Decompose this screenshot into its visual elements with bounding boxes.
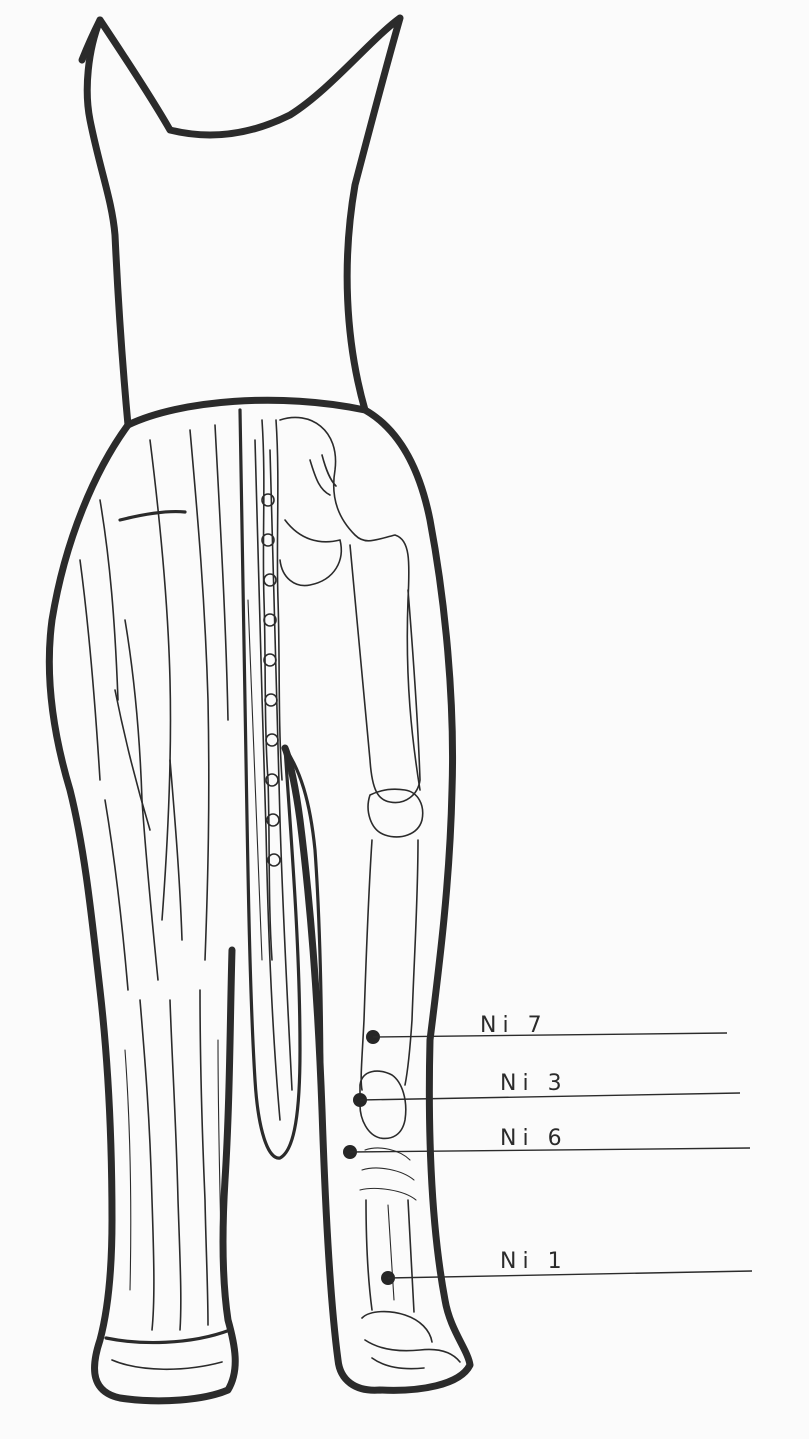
stifle-joint xyxy=(368,789,423,837)
hock-joint xyxy=(360,1071,406,1138)
trunk-outline xyxy=(87,18,400,425)
left-leg-muscle-lines xyxy=(80,425,228,1330)
femur-outline xyxy=(350,545,420,803)
label-ni6: Ni 6 xyxy=(500,1126,568,1151)
sacrum-detail xyxy=(310,455,336,495)
label-ni1: Ni 1 xyxy=(500,1249,568,1274)
leader-ni7 xyxy=(373,1033,727,1037)
right-hoof-detail xyxy=(365,1340,460,1369)
left-hoof-sole xyxy=(112,1360,222,1369)
label-ni3: Ni 3 xyxy=(500,1071,568,1096)
splint-bone xyxy=(388,1205,394,1300)
pelvis-outline xyxy=(280,417,420,790)
cannon-bone xyxy=(366,1200,414,1312)
point-labels: Ni 7 Ni 3 Ni 6 Ni 1 xyxy=(480,1013,568,1274)
tibia-outline xyxy=(361,840,418,1090)
ischium-outline xyxy=(280,520,341,586)
left-hoof-band xyxy=(106,1330,230,1343)
right-fetlock xyxy=(362,1312,432,1342)
hock-bones xyxy=(360,1148,416,1200)
label-ni7: Ni 7 xyxy=(480,1013,548,1038)
acupoints xyxy=(343,1030,395,1285)
